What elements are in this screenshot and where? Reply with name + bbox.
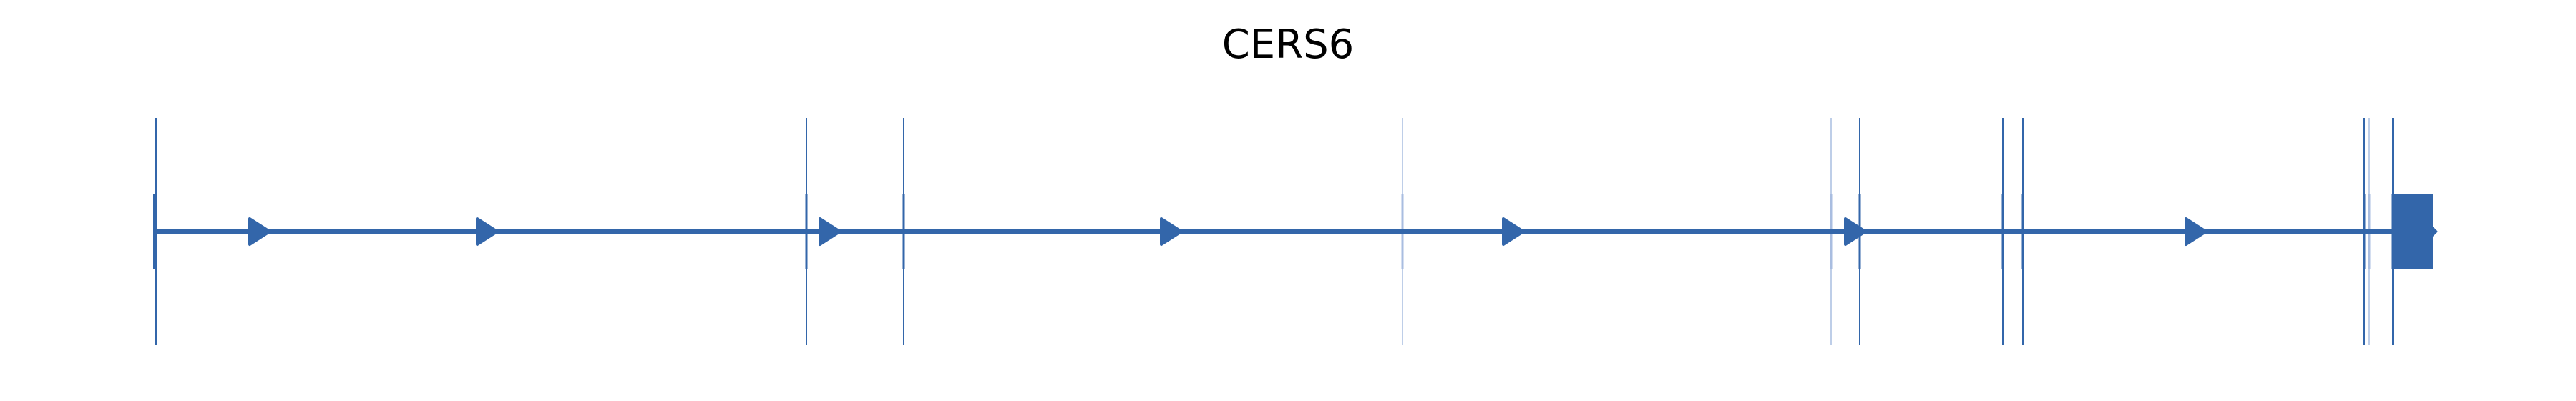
triangle-right-icon — [1502, 217, 1525, 246]
triangle-right-icon — [248, 217, 271, 246]
triangle-right-icon — [819, 217, 841, 246]
exon-first — [153, 194, 156, 269]
exon-last — [2393, 194, 2433, 269]
gene-title: CERS6 — [1221, 21, 1355, 68]
triangle-right-icon — [2185, 217, 2207, 246]
gene-end-arrow-icon — [2430, 225, 2438, 238]
triangle-right-icon — [476, 217, 499, 246]
triangle-right-icon — [1160, 217, 1183, 246]
triangle-right-icon — [1844, 217, 1867, 246]
